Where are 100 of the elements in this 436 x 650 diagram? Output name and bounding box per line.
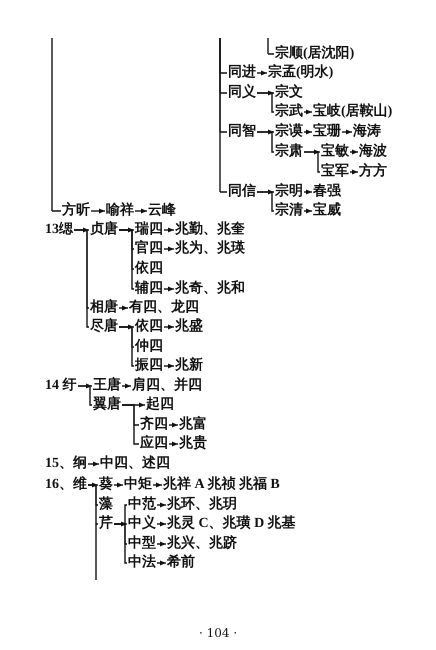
name-label: 同义 [228,84,256,102]
tree-line [219,37,228,193]
name-label: 瑞四 [135,221,163,239]
name-label: 宝敏 [321,143,349,161]
name-label: 兆环、兆玥 [167,496,237,514]
name-label: 14 纡 [45,377,76,395]
bracket-connector [74,229,89,328]
arrow [157,560,166,566]
name-label: 13缌 [45,221,73,239]
arrow [304,190,312,194]
name-label: 方方 [359,163,387,181]
name-label: 葵 [99,476,113,494]
name-label: 中矩 [124,476,152,494]
bracket-connector [119,229,134,290]
name-label: 芹 [99,515,113,533]
name-label: 宗孟(明水) [268,64,334,82]
name-label: 兆勤、兆奎 [175,221,245,239]
name-label: 中四、述四 [100,455,170,473]
arrow [350,150,358,154]
name-label: 兆祥 A 兆祯 兆福 B [163,476,280,494]
bracket-connector [88,484,98,525]
name-label: 宗肃 [275,143,303,161]
name-label: 王唐 [93,377,121,395]
name-label: 兆灵 C、兆璜 D 兆基 [167,515,296,533]
arrow [304,208,312,214]
name-label: 中义 [128,515,156,533]
name-label: 中型 [128,535,156,553]
name-label: 同信 [228,183,256,201]
name-label: 应四 [140,435,168,453]
name-label: 兆奇、兆和 [175,280,245,298]
arrow [88,462,99,466]
bracket-connector [119,326,134,367]
arrow [91,208,105,214]
name-label: 官四 [135,240,163,258]
name-label: 兆新 [175,357,203,375]
bracket-connector [114,523,127,564]
arrow [119,306,128,310]
name-label: 海波 [359,143,387,161]
name-label: 翼唐 [93,396,121,414]
bracket-connector [257,92,274,113]
name-label: 兆富 [179,416,207,434]
name-label: 相唐 [90,299,118,317]
name-label: 宗清 [275,202,303,220]
arrow [169,442,178,446]
name-label: 贞唐 [90,221,118,239]
name-label: 宗顺(居沈阳) [275,45,354,63]
arrow [122,384,131,388]
name-label: 依四 [135,318,163,336]
page-number: · 104 · [199,625,238,641]
name-label: 辅四 [135,280,163,298]
arrow [164,228,174,232]
name-label: 仲四 [135,338,163,356]
name-label: 宝威 [313,202,341,220]
arrow [304,110,312,114]
name-label: 宝军 [321,163,349,181]
name-label: 宝岐(居鞍山) [313,103,392,121]
arrow [350,170,358,174]
name-label: 喻祥 [106,202,134,220]
bracket-connector [257,191,274,212]
name-label: 希前 [167,554,195,572]
name-label: 齐四 [140,416,168,434]
name-label: 宗谟 [275,123,303,141]
arrow [114,482,123,488]
name-label: 方昕 [62,202,90,220]
name-label: 海涛 [353,123,381,141]
name-label: 兆为、兆瑛 [175,240,245,258]
arrow [157,542,166,546]
name-label: 同智 [228,123,256,141]
bracket-connector [122,404,139,445]
name-label: 宗武 [275,103,303,121]
name-label: 宗文 [275,84,303,102]
bracket-connector [257,131,274,153]
name-label: 兆盛 [175,318,203,336]
name-label: 依四 [135,260,163,278]
name-label: 春强 [313,183,341,201]
name-label: 15、䌹 [45,455,87,473]
name-label: 中法 [128,554,156,572]
name-label: 尽唐 [90,318,118,336]
tree-line [267,37,275,55]
arrow [157,522,166,526]
arrow [164,246,174,252]
arrow [164,324,174,330]
name-label: 有四、龙四 [129,299,199,317]
arrow [304,130,312,134]
name-label: 兆兴、兆跻 [167,535,237,553]
arrow [164,364,174,368]
name-label: 同进 [228,64,256,82]
name-label: 16、维 [45,476,87,494]
bracket-connector [304,151,320,173]
arrow [153,482,162,488]
tree-line [51,37,62,212]
arrow [169,422,178,428]
arrow [164,286,174,292]
bracket-connector [78,385,92,406]
name-label: 中范 [128,496,156,514]
name-label: 云峰 [148,202,176,220]
name-label: 宗明 [275,183,303,201]
name-label: 宝珊 [313,123,341,141]
name-label: 起四 [146,396,174,414]
name-label: 兆贵 [179,435,207,453]
